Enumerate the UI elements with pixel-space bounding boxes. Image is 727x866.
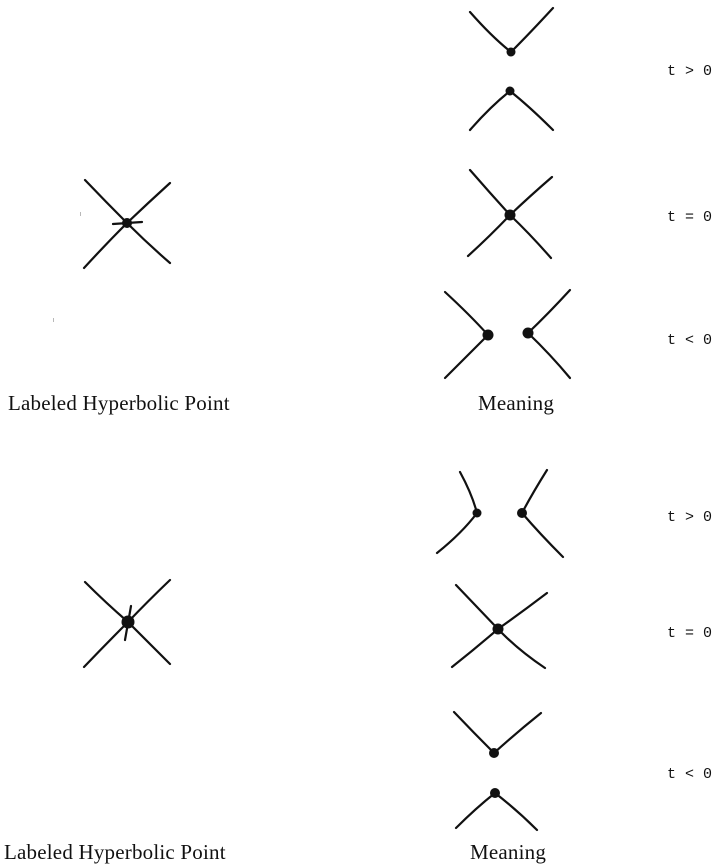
condition-2-negative: t < 0 (667, 766, 713, 783)
meaning-1-case-zero (466, 168, 554, 260)
label-caption-1: Labeled Hyperbolic Point (8, 391, 230, 415)
meaning-caption-1: Meaning (478, 391, 555, 415)
labeled-hyperbolic-point-1 (82, 178, 172, 270)
condition-1-positive: t > 0 (667, 63, 713, 80)
scan-speck (53, 318, 54, 322)
meaning-1-case-negative (443, 288, 572, 380)
meaning-1-case-positive (468, 6, 555, 132)
meaning-2-case-positive (435, 468, 565, 559)
meaning-2-case-negative (452, 710, 543, 832)
label-caption-2: Labeled Hyperbolic Point (4, 840, 226, 864)
scan-speck (54, 407, 55, 411)
condition-2-zero: t = 0 (667, 625, 713, 642)
scan-speck (80, 212, 81, 216)
condition-1-zero: t = 0 (667, 209, 713, 226)
condition-2-positive: t > 0 (667, 509, 713, 526)
meaning-2-case-zero (450, 583, 549, 670)
labeled-hyperbolic-point-2 (82, 578, 172, 669)
meaning-caption-2: Meaning (470, 840, 547, 864)
condition-1-negative: t < 0 (667, 332, 713, 349)
